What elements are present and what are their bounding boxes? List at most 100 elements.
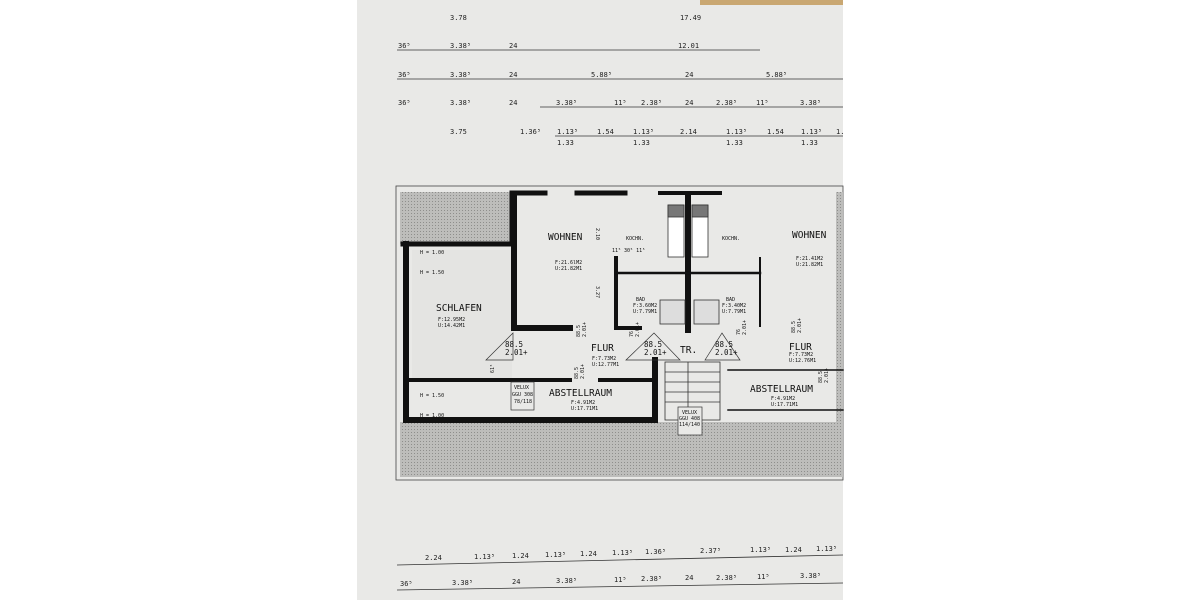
- height-note: H = 1.00: [420, 413, 444, 419]
- door-width: 88.5: [644, 340, 662, 349]
- dim-label: 1.13⁵: [612, 549, 633, 557]
- height-note: H = 1.50: [420, 393, 444, 399]
- dimension-row-2: 36⁵ 3.38⁵ 24 12.01: [398, 42, 699, 50]
- dimension-row-3: 36⁵ 3.38⁵ 24 5.88⁵ 24 5.88⁵: [398, 71, 787, 79]
- dim-label: 1.33: [633, 139, 650, 147]
- kitchen-dimension: 11⁵ 30⁵ 11⁵: [612, 248, 645, 254]
- room-name: FLUR: [789, 342, 812, 353]
- dim-label: 1.: [836, 128, 844, 136]
- dim-label: 1.24: [512, 552, 529, 560]
- room-name: SCHLAFEN: [436, 303, 482, 314]
- dimension-bottom-row-1: 2.24 1.13⁵ 1.24 1.13⁵ 1.24 1.13⁵ 1.36⁵ 2…: [425, 545, 837, 562]
- door-width: 76: [629, 331, 635, 337]
- stairs: [664, 361, 721, 421]
- room-perimeter: U:21.82M1: [796, 262, 823, 268]
- kitchen-stoves: [659, 204, 720, 325]
- room-perimeter: U:17.71M1: [571, 406, 598, 412]
- room-perimeter: U:7.79M1: [722, 309, 746, 315]
- room-schlafen: H = 1.00 H = 1.50 SCHLAFEN F:12.95M2 U:1…: [420, 250, 482, 329]
- dim-label: 3.75: [450, 128, 467, 136]
- dim-label: 1.13⁵: [474, 553, 495, 561]
- dim-label: 3.38⁵: [800, 572, 821, 580]
- room-perimeter: U:12.76M1: [789, 358, 816, 364]
- misc-annotations: 2.10 3.27 11⁵ 30⁵ 11⁵ 61⁵: [490, 228, 645, 373]
- door-height: 2.01+: [635, 322, 641, 337]
- dim-label: 1.13⁵: [545, 551, 566, 559]
- room-area: F:4.91M2: [771, 396, 795, 402]
- velux-label: 78/118: [514, 399, 532, 405]
- room-kochn-left: KOCHN.: [626, 236, 644, 242]
- velux-label: VELUX: [514, 385, 529, 391]
- room-flur-right: FLUR F:7.73M2 U:12.76M1: [789, 342, 816, 364]
- dim-label: 2.38⁵: [716, 99, 737, 107]
- dim-label: 36⁵: [398, 71, 411, 79]
- door-width: 76: [736, 329, 742, 335]
- dim-label: 24: [685, 99, 693, 107]
- velux-window-left: VELUX GGU 308 78/118: [510, 381, 535, 411]
- height-note: H = 1.00: [420, 250, 444, 256]
- dimension-bottom-row-2: 36⁵ 3.38⁵ 24 3.38⁵ 11⁵ 2.38⁵ 24 2.38⁵ 11…: [400, 572, 821, 588]
- door-width: 88.5: [505, 340, 523, 349]
- dim-label: 11⁵: [757, 573, 770, 581]
- door-width: 88.5: [791, 321, 797, 333]
- dim-label: 1.54: [597, 128, 614, 136]
- room-area: F:21.41M2: [796, 256, 823, 262]
- room-perimeter: U:17.71M1: [771, 402, 798, 408]
- door-width: 88.5: [818, 371, 824, 383]
- dim-label: 5.88⁵: [591, 71, 612, 79]
- door-height: 2.01+: [824, 368, 830, 383]
- room-perimeter: U:12.77M1: [592, 362, 619, 368]
- dim-label: 3.38⁵: [452, 579, 473, 587]
- dim-label: 36⁵: [398, 99, 411, 107]
- dim-label: 2.38⁵: [641, 99, 662, 107]
- height-note: H = 1.50: [420, 270, 444, 276]
- door-label-6: 76 2.01+: [629, 322, 641, 337]
- dim-label: 1.36⁵: [520, 128, 541, 136]
- velux-label: VELUX: [682, 410, 697, 416]
- dim-label: 1.54: [767, 128, 784, 136]
- dim-label: 1.33: [801, 139, 818, 147]
- dim-label: 24: [512, 578, 520, 586]
- room-kochn-right: KOCHN.: [722, 236, 740, 242]
- velux-label: 114/140: [679, 422, 700, 428]
- door-label-8: 88.5 2.01+: [791, 318, 803, 333]
- room-name: FLUR: [591, 343, 614, 354]
- dim-label: 24: [509, 71, 517, 79]
- dim-label: 3.78: [450, 14, 467, 22]
- dim-label: 24: [685, 574, 693, 582]
- door-width: 88.5: [715, 340, 733, 349]
- dim-label: 1.13⁵: [726, 128, 747, 136]
- room-bad-left: BAD F:3.60M2 U:7.79M1: [633, 297, 657, 315]
- dim-label: 2.38⁵: [716, 574, 737, 582]
- dim-label: 1.33: [557, 139, 574, 147]
- dim-label: 3.38⁵: [800, 99, 821, 107]
- door-label-3: 88.5 2.01+: [715, 340, 738, 357]
- room-perimeter: U:21.82M1: [555, 266, 582, 272]
- dim-label: 1.13⁵: [750, 546, 771, 554]
- room-area: F:7.73M2: [592, 356, 616, 362]
- room-name: WOHNEN: [548, 232, 583, 243]
- dim-label: 1.24: [785, 546, 802, 554]
- door-width: 88.5: [576, 325, 582, 337]
- door-label-7: 76 2.01+: [736, 320, 748, 335]
- room-name: BAD: [636, 297, 645, 303]
- dimension-row-1: 3.78 17.49: [450, 14, 701, 22]
- dim-label: 11⁵: [614, 99, 627, 107]
- door-label-9: 88.5 2.01+: [818, 368, 830, 383]
- height-annotation: 3.27: [594, 286, 600, 298]
- dim-label: 1.13⁵: [633, 128, 654, 136]
- dim-label: 5.88⁵: [766, 71, 787, 79]
- dim-label: 11⁵: [756, 99, 769, 107]
- door-label-1: 88.5 2.01+: [505, 340, 528, 357]
- dim-label: 1.24: [580, 550, 597, 558]
- room-area: F:12.95M2: [438, 317, 465, 323]
- dim-label: 3.38⁵: [556, 99, 577, 107]
- room-perimeter: U:7.79M1: [633, 309, 657, 315]
- dim-label: 12.01: [678, 42, 699, 50]
- room-name: BAD: [726, 297, 735, 303]
- walls: [400, 190, 844, 423]
- dim-label: 1.13⁵: [816, 545, 837, 553]
- dim-label: 3.38⁵: [450, 42, 471, 50]
- door-height: 2.01+: [644, 348, 667, 357]
